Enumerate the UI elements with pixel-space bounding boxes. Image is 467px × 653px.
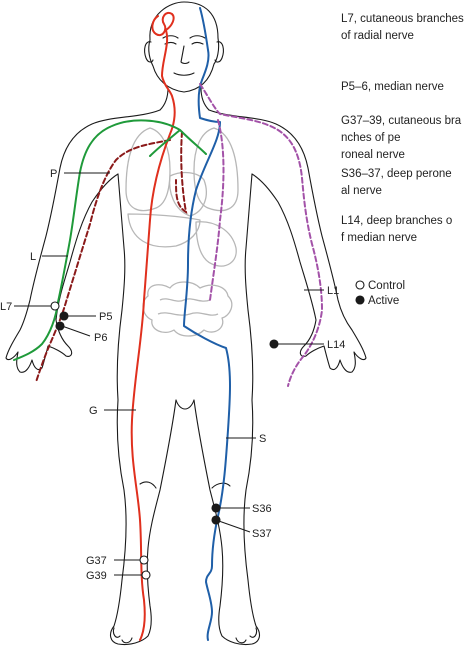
liver	[127, 213, 201, 248]
legend: L7, cutaneous branches of radial nerve P…	[341, 13, 467, 307]
left-leg-outline	[109, 399, 177, 646]
legend-control-marker	[355, 280, 365, 290]
label-P: P	[50, 168, 57, 180]
crotch	[175, 399, 195, 410]
nose	[180, 45, 190, 65]
point-G37	[139, 555, 149, 565]
legend-active-marker	[355, 295, 365, 305]
lung-channel	[199, 83, 324, 387]
point-L14	[269, 339, 279, 349]
pericardium-channel	[35, 131, 188, 383]
point-P5	[59, 311, 69, 321]
point-S36	[211, 503, 221, 513]
brows	[162, 35, 206, 39]
neck	[159, 87, 210, 111]
diagram-labels: P L L7 P5 P6 G G37 G39 L1 L14 S S36 S37	[0, 168, 345, 582]
right-ear	[214, 41, 224, 63]
heart	[168, 171, 207, 217]
point-S37	[211, 515, 221, 525]
label-L1: L1	[327, 285, 339, 297]
right-arm-inner	[244, 173, 254, 401]
legend-item-s36-37: S36–37, deep perone al nerve	[341, 168, 455, 197]
legend-control-label: Control	[368, 280, 405, 292]
label-G: G	[89, 405, 98, 417]
legend-item-l14: L14, deep branches o f median nerve	[341, 215, 455, 244]
intestine-loops	[157, 298, 219, 316]
intestines	[142, 281, 233, 337]
leader-lines	[14, 172, 324, 576]
label-L14: L14	[327, 339, 345, 351]
leader-S37	[215, 519, 251, 533]
internal-organs	[125, 127, 239, 337]
eyes	[164, 41, 204, 45]
gallbladder-channel	[130, 12, 176, 641]
right-arm-outline	[208, 109, 367, 373]
right-lung	[193, 127, 239, 212]
leader-P6	[61, 325, 91, 337]
label-P6: P6	[94, 332, 107, 344]
left-lung	[125, 127, 171, 212]
head-outline	[148, 1, 220, 93]
legend-item-g37-39: G37–39, cutaneous bra nches of pe roneal…	[341, 115, 464, 161]
label-L: L	[30, 251, 36, 263]
label-S37: S37	[252, 528, 272, 540]
label-L7: L7	[0, 301, 12, 313]
left-arm-inner	[116, 173, 126, 401]
legend-item-l7: L7, cutaneous branches of radial nerve	[341, 13, 467, 42]
stomach	[195, 221, 237, 267]
acupoints	[50, 301, 279, 580]
label-S36: S36	[252, 503, 272, 515]
point-P6	[55, 321, 65, 331]
left-toes	[112, 627, 133, 644]
right-toes	[235, 627, 258, 644]
left-arm-outline	[5, 109, 161, 373]
left-ear	[144, 41, 154, 63]
legend-active-label: Active	[368, 295, 399, 307]
meridian-channels	[13, 7, 324, 641]
label-G37: G37	[86, 555, 107, 567]
label-G39: G39	[86, 570, 107, 582]
label-S: S	[259, 433, 266, 445]
stomach-channel	[183, 7, 231, 641]
label-P5: P5	[99, 311, 112, 323]
point-L7	[50, 301, 60, 311]
mouth	[173, 72, 195, 76]
large-intestine-channel	[13, 119, 207, 361]
legend-item-p5-6: P5–6, median nerve	[341, 81, 444, 93]
knees	[139, 481, 231, 489]
point-G39	[141, 570, 151, 580]
